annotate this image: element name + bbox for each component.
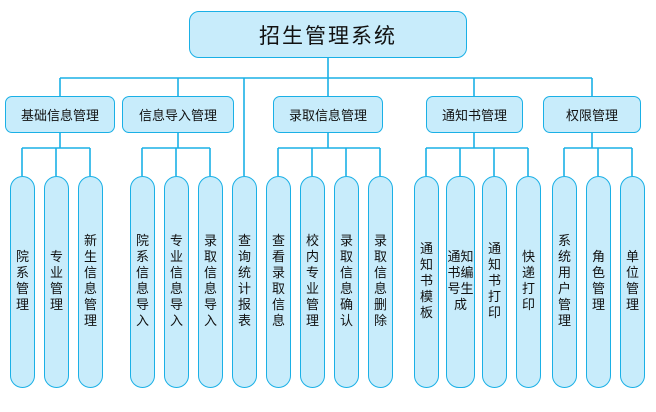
connector-cat-1-leaves bbox=[141, 148, 211, 176]
leaf-unit-manage: 单位管理 bbox=[620, 176, 645, 388]
leaf-notice-number: 通知书编号生成 bbox=[446, 176, 475, 388]
leaf-major-import: 专业信息导入 bbox=[164, 176, 189, 388]
leaf-label: 院系管理 bbox=[16, 250, 30, 313]
root-label: 招生管理系统 bbox=[259, 23, 397, 48]
category-permission: 权限管理 bbox=[543, 96, 641, 133]
leaf-label: 专业信息导入 bbox=[170, 234, 184, 329]
leaf-label: 快递打印 bbox=[522, 250, 536, 313]
connector-cat-2-leaves bbox=[277, 148, 381, 176]
leaf-label: 录取信息确认 bbox=[340, 234, 354, 329]
leaf-label: 通知书编号生成 bbox=[447, 250, 474, 313]
category-label: 通知书管理 bbox=[441, 109, 507, 124]
leaf-label: 通知书模板 bbox=[420, 242, 434, 321]
category-basic-info: 基础信息管理 bbox=[5, 96, 115, 133]
leaf-label: 校内专业管理 bbox=[306, 234, 320, 329]
leaf-admission-confirm: 录取信息确认 bbox=[334, 176, 359, 388]
leaf-admission-import: 录取信息导入 bbox=[198, 176, 223, 388]
leaf-express-print: 快递打印 bbox=[516, 176, 541, 388]
category-label: 信息导入管理 bbox=[138, 109, 217, 124]
leaf-freshman-manage: 新生信息管理 bbox=[78, 176, 103, 388]
leaf-label: 院系信息导入 bbox=[136, 234, 150, 329]
leaf-view-admission: 查看录取信息 bbox=[266, 176, 291, 388]
leaf-label: 单位管理 bbox=[626, 250, 640, 313]
category-label: 基础信息管理 bbox=[20, 109, 99, 124]
category-info-import: 信息导入管理 bbox=[122, 96, 234, 133]
leaf-label: 专业管理 bbox=[50, 250, 64, 313]
root-node: 招生管理系统 bbox=[189, 11, 467, 58]
connector-cat-0-leaves bbox=[21, 148, 91, 176]
category-label: 录取信息管理 bbox=[288, 109, 367, 124]
leaf-admission-delete: 录取信息删除 bbox=[368, 176, 393, 388]
category-notice: 通知书管理 bbox=[426, 96, 523, 133]
leaf-label: 通知书打印 bbox=[488, 242, 502, 321]
leaf-notice-print: 通知书打印 bbox=[482, 176, 507, 388]
leaf-role-manage: 角色管理 bbox=[586, 176, 611, 388]
leaf-label: 录取信息删除 bbox=[374, 234, 388, 329]
leaf-system-user: 系统用户管理 bbox=[552, 176, 577, 388]
leaf-label: 系统用户管理 bbox=[558, 234, 572, 329]
leaf-major-manage: 专业管理 bbox=[44, 176, 69, 388]
leaf-label: 查询统计报表 bbox=[238, 234, 252, 329]
leaf-label: 新生信息管理 bbox=[84, 234, 98, 329]
connector-cat-3-leaves bbox=[425, 148, 529, 176]
leaf-query-report: 查询统计报表 bbox=[232, 176, 257, 388]
leaf-dept-manage: 院系管理 bbox=[10, 176, 35, 388]
category-label: 权限管理 bbox=[565, 109, 618, 124]
leaf-label: 录取信息导入 bbox=[204, 234, 218, 329]
category-admission-info: 录取信息管理 bbox=[273, 96, 383, 133]
leaf-label: 角色管理 bbox=[592, 250, 606, 313]
leaf-notice-template: 通知书模板 bbox=[414, 176, 439, 388]
leaf-label: 查看录取信息 bbox=[272, 234, 286, 329]
leaf-campus-major: 校内专业管理 bbox=[300, 176, 325, 388]
connector-cat-4-leaves bbox=[563, 148, 633, 176]
leaf-dept-import: 院系信息导入 bbox=[130, 176, 155, 388]
